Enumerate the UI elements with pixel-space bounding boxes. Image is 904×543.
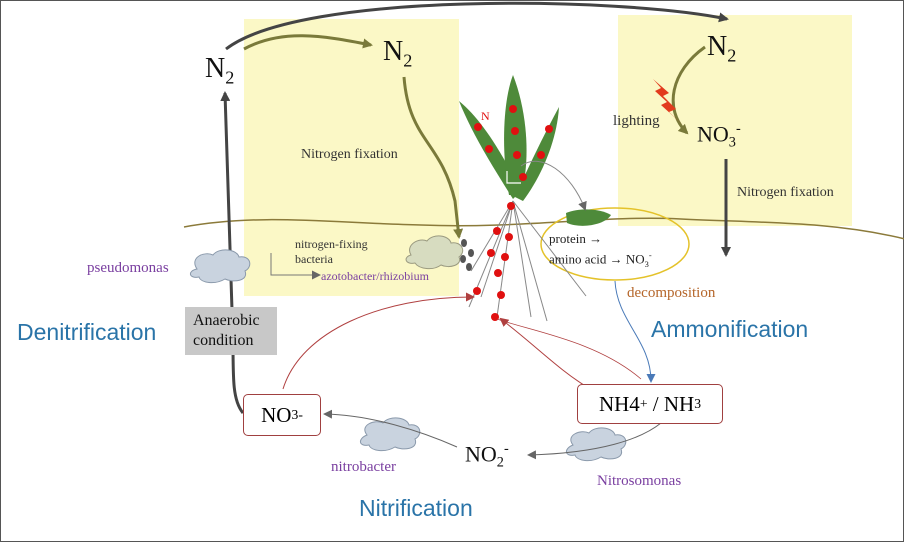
- nh3-text: / NH: [647, 391, 695, 416]
- root-nodule: [473, 287, 481, 295]
- arrow-no3-to-roots: [282, 292, 475, 390]
- decomposition-ellipse: [540, 207, 690, 281]
- nitrogen-dot: [509, 105, 517, 113]
- leaf-nitrogen-dots: [474, 105, 553, 181]
- arrow-lighting-fixation: [671, 45, 706, 135]
- label-nitrogen-fixation-right: Nitrogen fixation: [737, 185, 834, 200]
- bacteria-cloud-fixing: [405, 235, 464, 270]
- label-pseudomonas: pseudomonas: [87, 260, 169, 276]
- n2-sub: 2: [403, 50, 413, 71]
- root-nodule: [487, 249, 495, 257]
- label-azotobacter: azotobacter/rhizobium: [321, 269, 429, 283]
- plant-stem-inner: [506, 171, 521, 184]
- label-nitrogen-fixation-left: Nitrogen fixation: [301, 147, 398, 162]
- nitrogen-dot: [511, 127, 519, 135]
- no3-lightning-product: NO3-: [697, 121, 741, 152]
- plant-nitrogen-label: N: [481, 109, 490, 123]
- nitrogen-dot: [513, 151, 521, 159]
- arrow-n2-to-n2-middle: [243, 34, 373, 51]
- no3-sup: -: [298, 407, 303, 422]
- process-denitrification: Denitrification: [17, 319, 157, 345]
- arrow-fixation-to-root: [402, 76, 464, 239]
- protein-no3-sub: 3: [644, 258, 649, 269]
- arrow-root-to-nh4: [496, 318, 642, 380]
- n2-base: N: [707, 31, 728, 62]
- no3-sub: 3: [728, 134, 736, 151]
- no2-base: NO: [465, 441, 497, 467]
- label-nitrogen-fixing-bacteria: nitrogen-fixing bacteria: [295, 237, 368, 266]
- bacteria-cloud-nitrobacter: [360, 417, 421, 452]
- n2-base: N: [205, 53, 226, 84]
- no2-sub: 2: [496, 454, 504, 471]
- bacteria-cloud-nitrosomonas: [566, 427, 627, 462]
- nitrogen-dot: [474, 123, 482, 131]
- bacteria-dots: [460, 239, 474, 271]
- protein-no3-sup: -: [648, 250, 652, 260]
- n2-atmosphere-right: N2: [707, 31, 736, 67]
- root-nodule: [501, 253, 509, 261]
- arrow-nh4-to-no2: [527, 422, 662, 460]
- nitrogen-dot: [519, 173, 527, 181]
- lightning-icon: [653, 79, 683, 125]
- root-nodules: [473, 202, 515, 321]
- process-ammonification: Ammonification: [651, 316, 809, 342]
- no3-sub: 3: [291, 407, 299, 422]
- process-nitrification: Nitrification: [359, 495, 473, 521]
- no3-sup: -: [735, 121, 741, 137]
- arrow-decomposition: [614, 280, 656, 383]
- no2-sup: -: [503, 441, 509, 457]
- plant-stem-curve: [520, 160, 587, 211]
- bacteria-cloud-pseudomonas: [190, 249, 251, 284]
- n2-atmosphere-left: N2: [205, 53, 234, 89]
- root-nodule: [505, 233, 513, 241]
- root-nodule: [493, 227, 501, 235]
- arrow-nh4-to-roots: [499, 317, 588, 388]
- no3-base: NO: [261, 402, 292, 427]
- n2-sub: 2: [727, 45, 737, 66]
- label-lighting: lighting: [613, 113, 660, 129]
- root-nodule: [494, 269, 502, 277]
- soil-surface-line: [183, 217, 904, 240]
- nitrogen-dot: [485, 145, 493, 153]
- root-nodule: [497, 291, 505, 299]
- label-decomposition: decomposition: [627, 285, 716, 301]
- arrow-n2-to-n2-right: [225, 1, 729, 51]
- anaerobic-condition-box: Anaerobic condition: [185, 307, 277, 355]
- root-nodule: [507, 202, 515, 210]
- nh3-sub: 3: [694, 396, 702, 411]
- label-nitrobacter: nitrobacter: [331, 459, 396, 475]
- label-nitrosomonas: Nitrosomonas: [597, 473, 682, 489]
- nh4-text: NH4: [598, 391, 640, 416]
- no2-label: NO2-: [465, 441, 509, 472]
- no3-base: NO: [697, 121, 729, 147]
- fallen-leaf: [566, 209, 611, 226]
- nitrogen-dot: [545, 125, 553, 133]
- n2-base: N: [383, 36, 404, 67]
- label-protein-line1: protein →: [549, 231, 603, 246]
- arrow-no2-to-no3: [323, 409, 458, 448]
- protein-text: amino acid → NO: [549, 251, 645, 267]
- n2-sub: 2: [225, 67, 235, 88]
- plant: [459, 75, 587, 211]
- label-protein-line2: amino acid → NO3-: [549, 250, 652, 269]
- anaerobic-text: Anaerobic condition: [193, 312, 260, 349]
- plant-leaf-center: [504, 75, 527, 195]
- fixation-panel-right: [618, 15, 852, 226]
- root-nodule: [491, 313, 499, 321]
- nh4-sup: +: [639, 396, 648, 411]
- nitrogen-dot: [537, 151, 545, 159]
- n2-atmosphere-middle: N2: [383, 36, 412, 72]
- bracket-arrow: [270, 253, 321, 280]
